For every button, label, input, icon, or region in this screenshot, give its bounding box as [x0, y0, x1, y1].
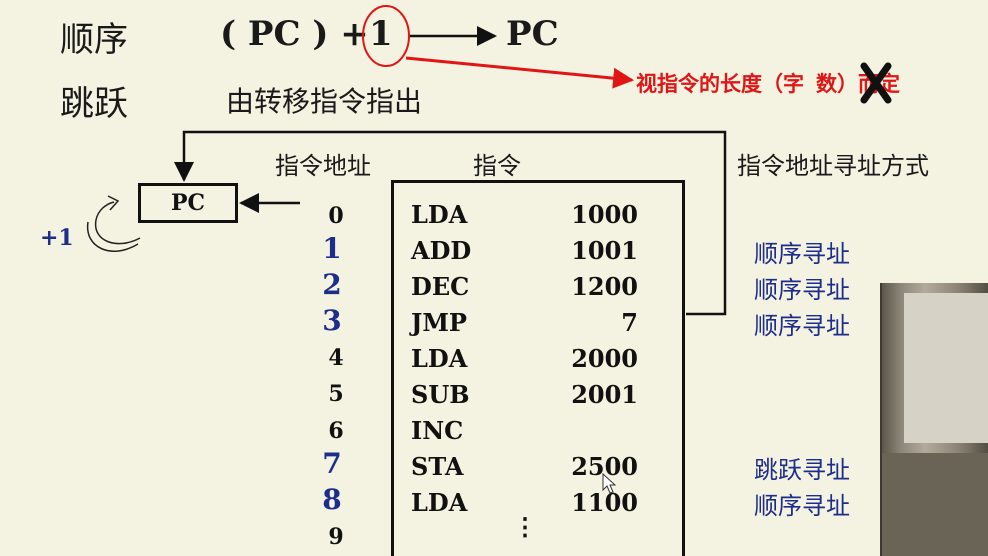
annotation-text-main: 视指令的长度（字 — [636, 72, 804, 96]
seq-formula-one: 1 — [369, 14, 393, 54]
operand-row-0: 1000 — [571, 200, 638, 229]
address-6: 6 — [328, 418, 344, 444]
opcode-row-1: ADD — [411, 236, 472, 265]
jump-feedback-arrow — [174, 130, 727, 316]
red-arrow-annotation — [405, 56, 635, 89]
header-addressing-mode: 指令地址寻址方式 — [737, 152, 929, 180]
opcode-row-6: INC — [411, 416, 464, 445]
opcode-row-2: DEC — [411, 272, 470, 301]
opcode-row-8: LDA — [411, 488, 468, 517]
operand-row-1: 1001 — [571, 236, 638, 265]
address-5: 5 — [328, 381, 344, 407]
seq-formula-right: PC — [506, 14, 559, 54]
operand-row-4: 2000 — [571, 344, 638, 373]
opcode-row-4: LDA — [411, 344, 468, 373]
annotation-text: 视指令的长度（字数）而定 — [636, 68, 900, 98]
seq-label: 顺序 — [60, 20, 128, 60]
address-4: 4 — [328, 345, 344, 371]
plus-one-label: +1 — [40, 225, 74, 251]
address-1: 1 — [322, 232, 342, 265]
address-7: 7 — [322, 447, 342, 480]
address-8: 8 — [322, 483, 342, 516]
jump-label: 跳跃 — [60, 84, 128, 124]
operand-row-3: 7 — [621, 308, 638, 337]
address-3: 3 — [322, 304, 342, 337]
mode-row-1: 顺序寻址 — [754, 240, 850, 268]
mode-row-2: 顺序寻址 — [754, 276, 850, 304]
operand-row-8: 1100 — [571, 488, 638, 517]
jump-desc: 由转移指令指出 — [226, 85, 423, 118]
program-memory-box — [391, 180, 685, 556]
header-instr-address: 指令地址 — [275, 152, 371, 180]
x-mark — [860, 62, 892, 104]
increment-curve — [94, 201, 141, 245]
opcode-row-0: LDA — [411, 200, 468, 229]
address-0: 0 — [328, 203, 344, 229]
ellipsis-mark: ⋮ — [513, 512, 537, 541]
red-circle-annotation — [362, 5, 410, 67]
presenter-video-overlay — [880, 283, 988, 556]
address-9: 9 — [328, 524, 344, 550]
address-2: 2 — [322, 268, 342, 301]
mouse-cursor-icon — [602, 472, 617, 494]
mode-row-7: 跳跃寻址 — [754, 456, 850, 484]
operand-row-2: 1200 — [571, 272, 638, 301]
opcode-row-7: STA — [411, 452, 464, 481]
header-instruction: 指令 — [473, 152, 521, 180]
mode-row-3: 顺序寻址 — [754, 312, 850, 340]
opcode-row-3: JMP — [411, 308, 467, 337]
increment-curve-head — [107, 195, 120, 211]
operand-row-5: 2001 — [571, 380, 638, 409]
mode-row-8: 顺序寻址 — [754, 492, 850, 520]
opcode-row-5: SUB — [411, 380, 470, 409]
increment-curve-outer — [86, 221, 139, 252]
seq-formula-left: ( PC ) + — [220, 14, 369, 54]
pc-register-box: PC — [138, 183, 238, 223]
